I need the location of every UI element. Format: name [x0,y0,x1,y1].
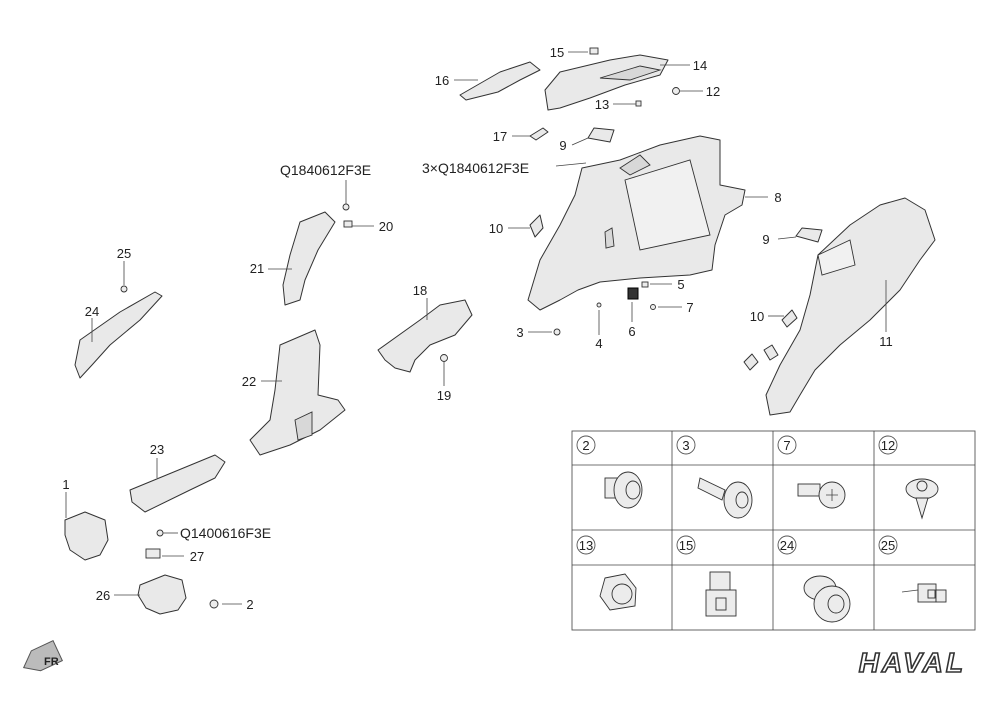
part-17-clip [529,127,549,141]
part-code-upper-qty: 3×Q1840612F3E [422,160,529,176]
fastener-15-drawing [705,571,737,617]
callout-1: 1 [62,477,69,492]
part-13-clip [635,100,642,107]
callout-6: 6 [628,324,635,339]
part-9-cover-b [795,227,823,243]
callout-18: 18 [413,283,427,298]
callout-23: 23 [150,442,164,457]
callout-7: 7 [686,300,693,315]
callout-14: 14 [693,58,707,73]
callout-10a: 10 [489,221,503,236]
fastener-12-drawing [905,478,939,520]
brand-logo: HAVAL [858,646,966,679]
part-8-quarter-trim [527,135,746,311]
part-14-panel [544,54,669,111]
part-10-cap-b [781,309,798,328]
table-label-24: 24 [780,538,794,553]
callout-19: 19 [437,388,451,403]
callout-20: 20 [379,219,393,234]
fastener-25-drawing [901,583,947,603]
part-27-clip [145,548,161,559]
part-16-trim [459,61,541,101]
part-7-screw [650,304,656,310]
part-code-lower: Q1400616F3E [180,525,271,541]
part-upper-code-bolt [342,203,350,211]
part-18-bracket [377,299,473,373]
table-label-3: 3 [682,438,689,453]
part-25-clip [120,285,128,293]
callout-27: 27 [190,549,204,564]
part-21-pillar [282,211,336,306]
part-20-clip [343,220,353,228]
part-9-cover-a [587,127,615,143]
callout-3: 3 [516,325,523,340]
front-direction-arrow: FR [22,640,64,672]
callout-15: 15 [550,45,564,60]
fastener-table: 2 3 7 12 13 15 24 25 [571,430,976,631]
callout-9a: 9 [559,138,566,153]
callout-26: 26 [96,588,110,603]
part-2-clip [209,599,219,609]
callout-10b: 10 [750,309,764,324]
fastener-24-drawing [803,575,851,623]
table-label-13: 13 [579,538,593,553]
part-10-cap-a [529,214,544,238]
table-label-12: 12 [881,438,895,453]
callout-22: 22 [242,374,256,389]
fastener-13-drawing [599,573,637,611]
fastener-7-drawing [797,481,846,509]
callout-labels: 1 2 3 4 5 6 7 8 9 9 10 10 11 12 13 14 15… [62,45,892,612]
callout-17: 17 [493,129,507,144]
part-24-pillar [74,291,163,379]
brand-name: HAVAL [859,647,966,678]
part-12-bolt [672,87,680,95]
table-label-15: 15 [679,538,693,553]
callout-11: 11 [879,334,893,349]
callout-2: 2 [246,597,253,612]
part-code-upper: Q1840612F3E [280,162,371,178]
callout-8: 8 [774,190,781,205]
part-19-clip [440,354,448,362]
part-1-cover [64,511,109,561]
callout-12: 12 [706,84,720,99]
callout-21: 21 [250,261,264,276]
front-direction-label: FR [44,656,59,668]
callout-25: 25 [117,246,131,261]
callout-5: 5 [677,277,684,292]
callout-9b: 9 [762,232,769,247]
leader-lines [65,51,887,605]
callout-16: 16 [435,73,449,88]
part-11-quarter-trim [743,197,936,416]
fastener-2-drawing [604,471,643,509]
callout-24: 24 [85,304,99,319]
part-5-clip [641,281,649,288]
fastener-3-drawing [697,477,753,519]
part-4-fastener [596,302,602,308]
part-26-bracket [137,574,187,615]
part-15-clip [589,47,599,55]
callout-13: 13 [595,97,609,112]
callout-4: 4 [595,336,602,351]
table-label-25: 25 [881,538,895,553]
table-label-2: 2 [582,438,589,453]
part-23-sill [129,454,226,513]
part-lower-code-clip [156,529,164,537]
table-label-7: 7 [783,438,790,453]
part-3-fastener [553,328,561,336]
part-22-pillar [249,329,346,456]
part-6-clip [627,287,639,300]
